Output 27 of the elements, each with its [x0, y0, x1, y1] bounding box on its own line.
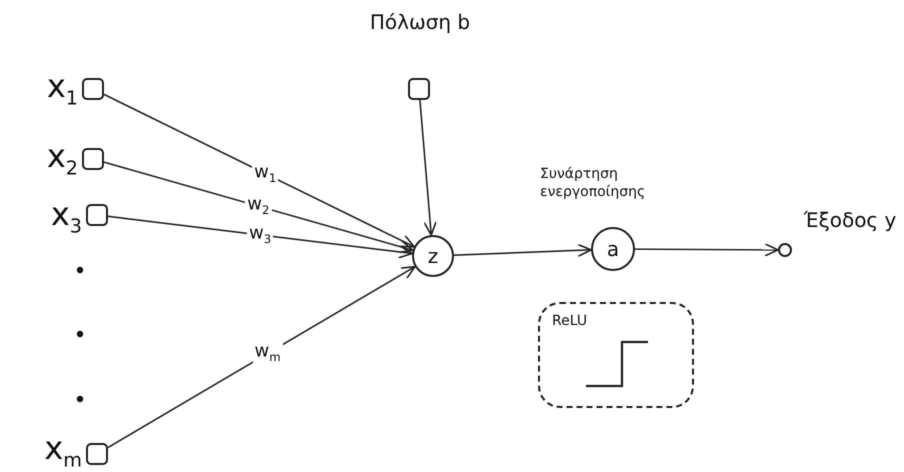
arrow — [635, 243, 779, 257]
node-caption: x$_{2}$ — [46, 136, 78, 180]
neuron-circle — [412, 235, 454, 277]
arrow — [419, 100, 437, 236]
arrow — [104, 161, 414, 254]
node-caption: x$_{3}$ — [50, 194, 82, 238]
input-box — [86, 443, 108, 465]
function-label: ReLU — [551, 312, 588, 328]
input-box — [82, 78, 104, 100]
input-box — [408, 78, 430, 100]
node-caption: Έξοδος y — [802, 208, 898, 233]
node-label: z — [428, 246, 438, 266]
arrow — [108, 266, 416, 448]
dashed-box — [538, 302, 694, 408]
arrow — [454, 244, 592, 258]
neuron-circle — [591, 227, 635, 271]
edge-label: w$_{m}$ — [252, 342, 283, 364]
node-caption: Πόλωση b — [368, 10, 472, 35]
arrow — [108, 216, 413, 259]
node-label: a — [606, 239, 620, 259]
input-box — [82, 148, 104, 170]
input-box — [86, 204, 108, 226]
node-caption: x$_{m}$ — [43, 428, 82, 472]
output-circle — [778, 243, 792, 257]
arrow — [104, 94, 415, 248]
node-caption: x$_{1}$ — [46, 66, 78, 110]
node-caption: Συνάρτηση ενεργοποίησης — [540, 166, 646, 201]
